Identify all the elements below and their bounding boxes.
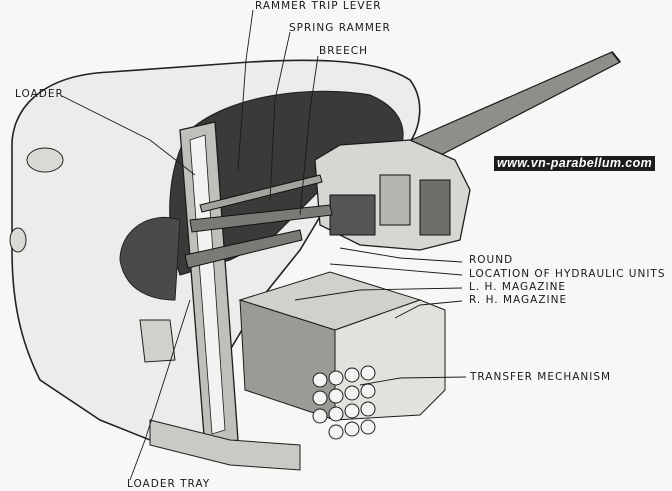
- label-loader: LOADER: [15, 88, 64, 100]
- label-round: ROUND: [469, 254, 514, 266]
- leader-rammer-trip-lever: [237, 9, 254, 171]
- leader-rh-magazine: [394, 300, 463, 319]
- leader-round: [339, 247, 463, 263]
- leader-spring-rammer: [269, 31, 291, 201]
- leader-lh-magazine: [294, 287, 463, 301]
- leader-loader: [61, 95, 196, 176]
- leader-transfer: [359, 376, 467, 386]
- label-breech: BREECH: [319, 45, 368, 57]
- spring-rammer-rod: [189, 204, 333, 233]
- label-transfer-mechanism: TRANSFER MECHANISM: [470, 371, 612, 383]
- leader-hydraulic: [329, 263, 463, 276]
- leader-loader-tray: [129, 299, 191, 481]
- label-loader-tray: LOADER TRAY: [127, 478, 211, 490]
- label-spring-rammer: SPRING RAMMER: [289, 22, 391, 34]
- leader-lines: [61, 9, 467, 481]
- label-rammer-trip-lever: RAMMER TRIP LEVER: [255, 0, 382, 12]
- ammunition-stack: [312, 365, 376, 440]
- label-rh-magazine: R. H. MAGAZINE: [469, 294, 568, 306]
- label-lh-magazine: L. H. MAGAZINE: [469, 281, 567, 293]
- label-location-hydraulic-units: LOCATION OF HYDRAULIC UNITS: [469, 268, 666, 280]
- leader-breech: [299, 55, 319, 216]
- watermark: www.vn-parabellum.com: [494, 156, 656, 171]
